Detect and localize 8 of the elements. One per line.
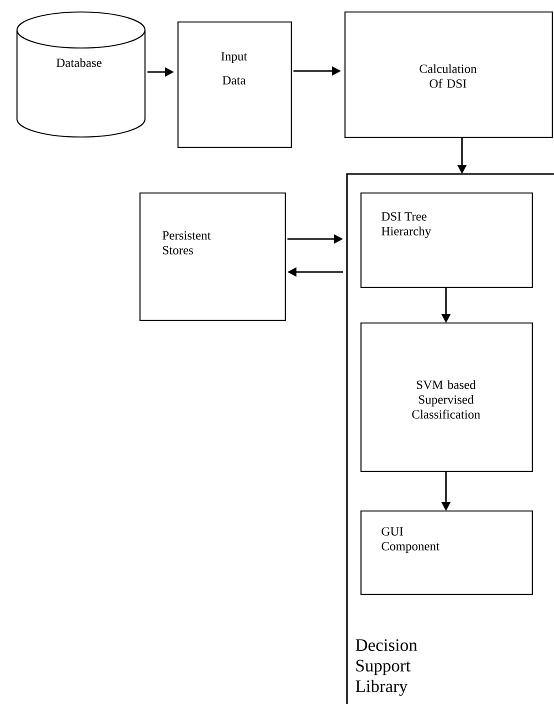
process-box: Input Data	[177, 21, 292, 148]
node-label: Database	[56, 58, 102, 68]
process-box: DSI Tree Hierarchy	[360, 192, 533, 288]
process-box: GUI Component	[360, 510, 533, 595]
database-cylinder: Database	[16, 11, 146, 138]
process-box: Calculation Of DSI	[344, 11, 553, 138]
process-box: SVM based Supervised Classification	[360, 322, 533, 472]
process-box: Persistent Stores	[139, 192, 286, 321]
